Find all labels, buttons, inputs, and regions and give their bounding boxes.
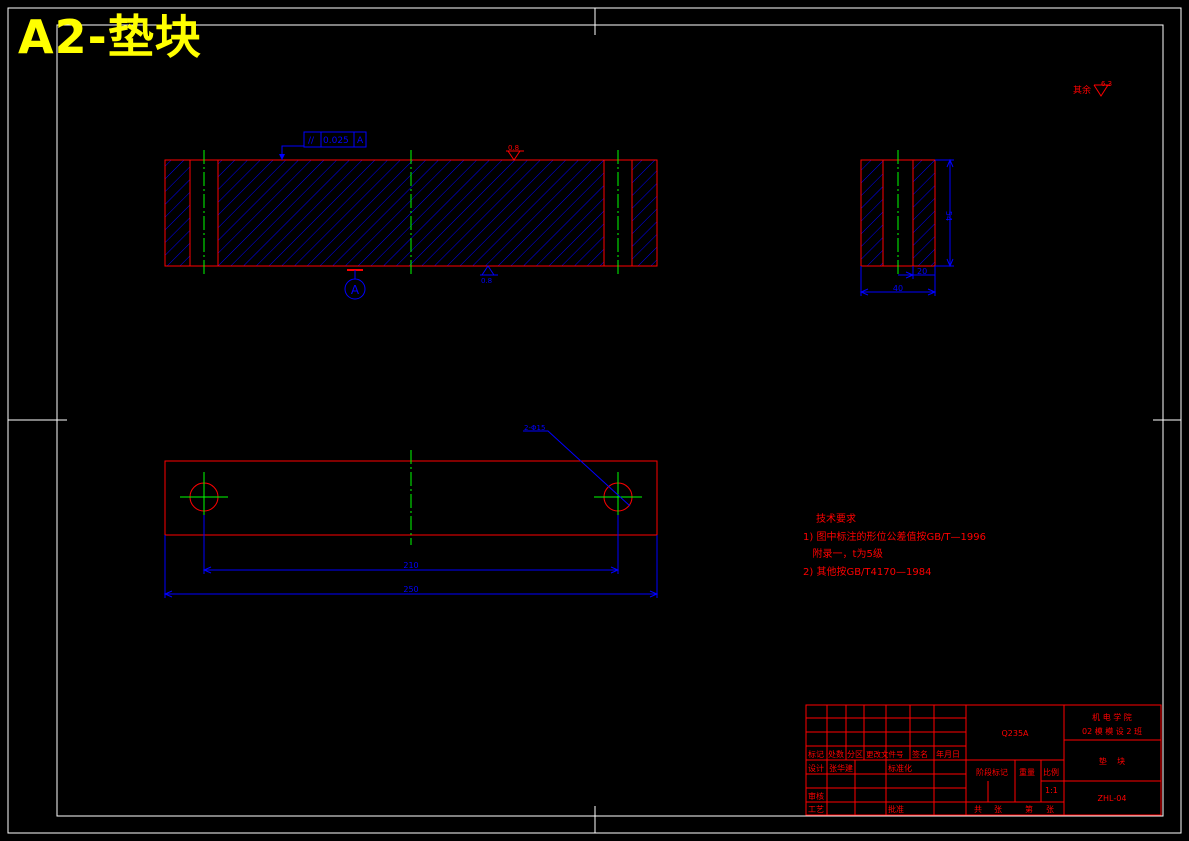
tb-design-label: 设计 — [808, 763, 824, 773]
tb-scale: 1:1 — [1045, 786, 1058, 795]
tb-header-label: 处数 — [828, 749, 844, 759]
side-dimensions — [859, 158, 954, 296]
tb-designer: 张华建 — [829, 763, 853, 773]
tb-sheet-label: 张 — [1046, 805, 1054, 814]
tb-school: 机 电 学 院 — [1092, 712, 1132, 722]
tb-stage-label: 阶段标记 — [976, 767, 1008, 777]
tb-process-label: 工艺 — [808, 805, 824, 814]
tb-material: Q235A — [1001, 729, 1029, 738]
roughness-bottom-value: 0.8 — [481, 277, 492, 285]
tb-part-name: 垫 块 — [1099, 756, 1125, 766]
technical-requirements: 技术要求 1) 图中标注的形位公差值按GB/T—1996 附录一，t为5级 2)… — [803, 512, 986, 578]
tolerance-frame: // 0.025 A — [279, 131, 367, 160]
tb-class: 02 模 模 设 2 班 — [1082, 726, 1142, 736]
outer-border — [7, 7, 1182, 834]
title-block: 标记 处数 分区 更改文件号 签名 年月日 设计 张华建 标准化 审核 工艺 批… — [805, 704, 1162, 816]
dim-hole-spacing: 210 — [403, 561, 418, 570]
datum-letter: A — [351, 283, 360, 297]
tb-header-label: 分区 — [847, 750, 863, 759]
dim-width: 40 — [893, 284, 903, 293]
roughness-bottom: 0.8 — [480, 265, 498, 285]
tb-review-label: 审核 — [808, 791, 824, 801]
tb-standardize-label: 标准化 — [888, 763, 912, 773]
tb-drawing-no: ZHL-04 — [1098, 794, 1127, 803]
front-view: // 0.025 A 0.8 0.8 A — [164, 131, 658, 300]
roughness-remainder-label: 其余 — [1073, 84, 1091, 96]
dim-inner: 20 — [917, 267, 927, 276]
hole-leader — [523, 430, 631, 507]
tb-header-label: 年月日 — [936, 749, 960, 759]
dim-height: 54 — [944, 211, 953, 221]
roughness-top-icon — [507, 150, 521, 161]
tolerance-value: 0.025 — [323, 136, 349, 146]
tb-no-label: 第 — [1025, 804, 1033, 814]
side-view: 54 40 20 — [859, 150, 954, 296]
inner-border — [56, 24, 1164, 817]
tb-header-label: 签名 — [912, 749, 928, 759]
top-view: 2-Φ15 210 250 — [163, 424, 659, 598]
dim-length: 250 — [403, 585, 418, 594]
roughness-symbol-icon — [1093, 84, 1109, 97]
roughness-bottom-icon — [481, 265, 495, 276]
datum-symbol: A — [344, 269, 366, 300]
tb-total-label: 共 — [974, 805, 982, 814]
tb-approve-label: 批准 — [888, 804, 904, 814]
hole-callout: 2-Φ15 — [524, 424, 545, 432]
tb-weight-label: 重量 — [1019, 767, 1035, 777]
roughness-top: 0.8 — [506, 144, 524, 161]
tb-header-label: 更改文件号 — [866, 749, 904, 759]
roughness-remainder: 其余 6.3 — [1073, 80, 1112, 97]
top-dimensions — [163, 515, 659, 598]
tb-sheets-label: 张 — [994, 805, 1002, 814]
tb-header-label: 标记 — [808, 749, 824, 759]
tech-note-line: 1) 图中标注的形位公差值按GB/T—1996 — [803, 530, 986, 543]
drawing-frame — [7, 7, 1182, 834]
tech-notes-heading: 技术要求 — [816, 512, 856, 525]
roughness-remainder-value: 6.3 — [1101, 80, 1112, 88]
tolerance-symbol: // — [308, 136, 315, 146]
tb-scale-label: 比例 — [1043, 767, 1059, 777]
tech-note-line: 2) 其他按GB/T4170—1984 — [803, 565, 931, 578]
tolerance-datum: A — [357, 136, 364, 146]
page-title: A2-垫块 — [18, 10, 202, 64]
tech-note-line: 附录一，t为5级 — [803, 547, 883, 560]
roughness-top-value: 0.8 — [508, 144, 519, 152]
